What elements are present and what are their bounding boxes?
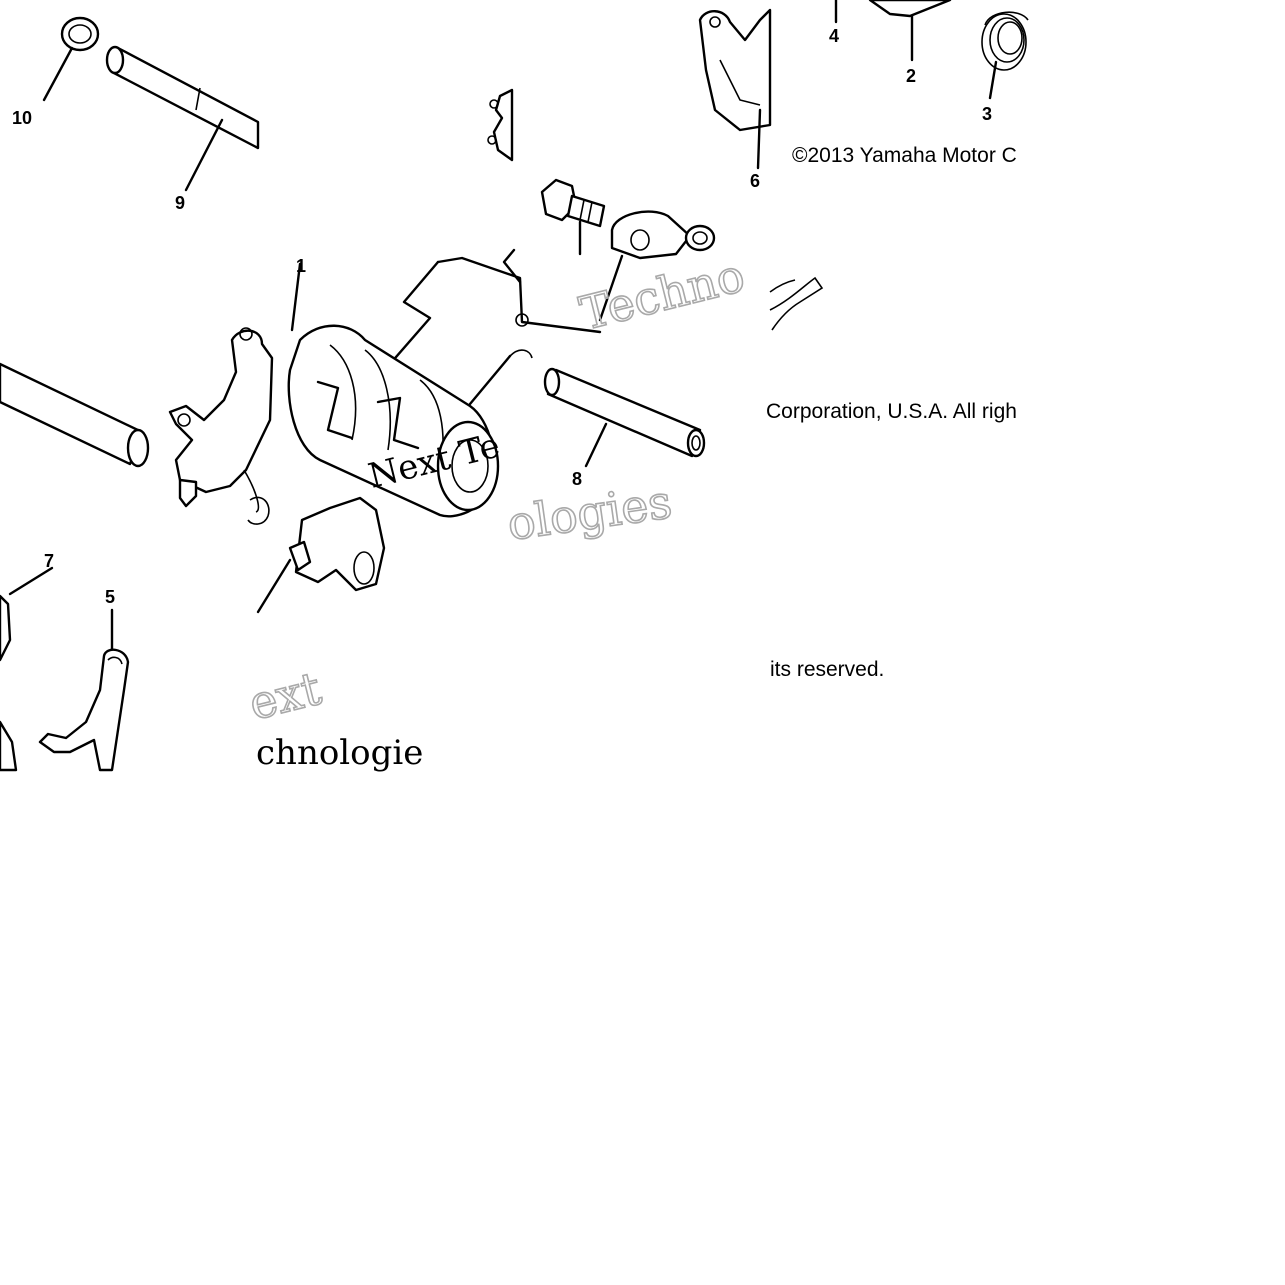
callout-4: 4 [829, 26, 839, 46]
part-shift-fork-left [168, 327, 274, 513]
callout-7: 7 [44, 551, 54, 571]
part-fork-5 [38, 608, 130, 772]
part-shaft-short [543, 367, 706, 468]
callout-9: 9 [175, 193, 185, 213]
part-spring [981, 11, 1029, 100]
callout-5: 5 [105, 587, 115, 607]
copyright-line-2: Corporation, U.S.A. All righ [766, 400, 1017, 423]
part-shift-fork-lower [256, 496, 386, 614]
callout-2: 2 [906, 66, 916, 86]
part-hairpin-spring [769, 276, 824, 331]
watermark-text-5: ologies [504, 474, 675, 550]
copyright-line-1: ©2013 Yamaha Motor C [792, 144, 1017, 167]
callout-10: 10 [12, 108, 32, 128]
part-shift-fork-upper [698, 8, 772, 170]
part-shift-drum [287, 262, 533, 518]
part-shaft-lower [0, 362, 150, 468]
callout-8: 8 [572, 469, 582, 489]
part-lever [834, 0, 952, 62]
watermark-text-3: chnologie [256, 733, 423, 773]
copyright-line-3: its reserved. [770, 658, 884, 681]
part-bolt [540, 178, 606, 256]
watermark-text-2: ext [244, 661, 327, 731]
part-c-ring [247, 496, 270, 525]
part-circlip [42, 16, 100, 102]
callout-3: 3 [982, 104, 992, 124]
part-stopper-plate [598, 210, 716, 322]
part-fork-lower-left [0, 566, 54, 772]
callout-1: 1 [296, 256, 306, 276]
part-shaft-upper [105, 45, 260, 192]
drum-leader-outline [374, 248, 602, 382]
watermark-text-1: Techno [575, 248, 750, 341]
callout-6: 6 [750, 171, 760, 191]
part-bracket [487, 88, 514, 162]
